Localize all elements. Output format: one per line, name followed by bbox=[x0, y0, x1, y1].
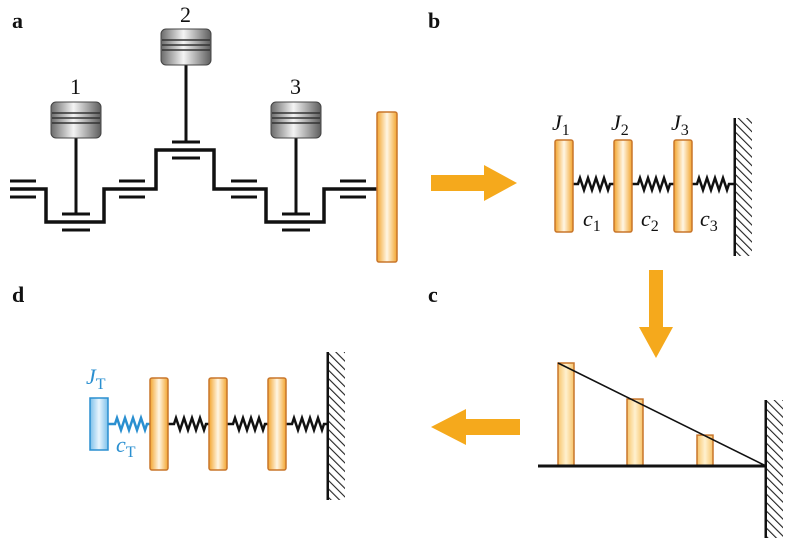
absorber-stiffness-label: cT bbox=[116, 432, 136, 461]
fixed-wall-hatch bbox=[329, 352, 345, 500]
spring-3 bbox=[692, 174, 734, 194]
lumped-model-panel: J1 J2 J3 c1 c2 c3 bbox=[552, 110, 752, 256]
cylinder-number-3: 3 bbox=[290, 74, 301, 99]
stiffness-label-2: c2 bbox=[641, 206, 659, 235]
tuned-model-panel: JT cT bbox=[86, 352, 345, 500]
mode-shape-line bbox=[557, 362, 767, 467]
panel-label-a: a bbox=[12, 8, 23, 33]
absorber-inertia bbox=[89, 397, 109, 451]
piston-3 bbox=[270, 101, 322, 139]
flywheel bbox=[376, 111, 398, 263]
piston-1 bbox=[50, 101, 102, 139]
crankshaft-panel: 1 2 3 bbox=[10, 2, 398, 263]
amplitude-bar-3 bbox=[696, 434, 714, 467]
inertia-label-2: J2 bbox=[611, 110, 629, 139]
inertia-disk-3 bbox=[673, 139, 693, 233]
stiffness-label-3: c3 bbox=[700, 206, 718, 235]
main-bearing bbox=[340, 179, 366, 199]
amplitude-bar-2 bbox=[626, 398, 644, 467]
absorber-spring bbox=[108, 414, 150, 434]
arrow-right bbox=[431, 165, 517, 201]
inertia-disk-2 bbox=[208, 377, 228, 471]
spring-1 bbox=[168, 414, 209, 434]
panel-label-b: b bbox=[428, 8, 440, 33]
panel-label-d: d bbox=[12, 282, 24, 307]
inertia-disk-2 bbox=[613, 139, 633, 233]
main-bearing bbox=[231, 179, 257, 199]
cylinder-number-1: 1 bbox=[70, 74, 81, 99]
amplitude-bar-1 bbox=[557, 362, 575, 467]
spring-1 bbox=[573, 174, 614, 194]
arrow-left bbox=[431, 409, 520, 445]
spring-2 bbox=[227, 414, 268, 434]
inertia-label-1: J1 bbox=[552, 110, 570, 139]
fixed-wall-hatch bbox=[736, 118, 752, 256]
crankshaft bbox=[10, 148, 378, 224]
main-bearing bbox=[119, 179, 145, 199]
main-bearing bbox=[10, 179, 36, 199]
inertia-disk-1 bbox=[554, 139, 574, 233]
arrow-down bbox=[639, 270, 673, 358]
piston-2 bbox=[160, 28, 212, 66]
inertia-label-3: J3 bbox=[671, 110, 689, 139]
absorber-inertia-label: JT bbox=[86, 364, 106, 393]
stiffness-label-1: c1 bbox=[583, 206, 601, 235]
cylinder-number-2: 2 bbox=[180, 2, 191, 27]
mode-shape-panel bbox=[538, 362, 783, 538]
inertia-disk-1 bbox=[149, 377, 169, 471]
spring-2 bbox=[632, 174, 674, 194]
panel-label-c: c bbox=[428, 282, 438, 307]
spring-3 bbox=[286, 414, 327, 434]
fixed-wall-hatch bbox=[767, 400, 783, 538]
inertia-disk-3 bbox=[267, 377, 287, 471]
